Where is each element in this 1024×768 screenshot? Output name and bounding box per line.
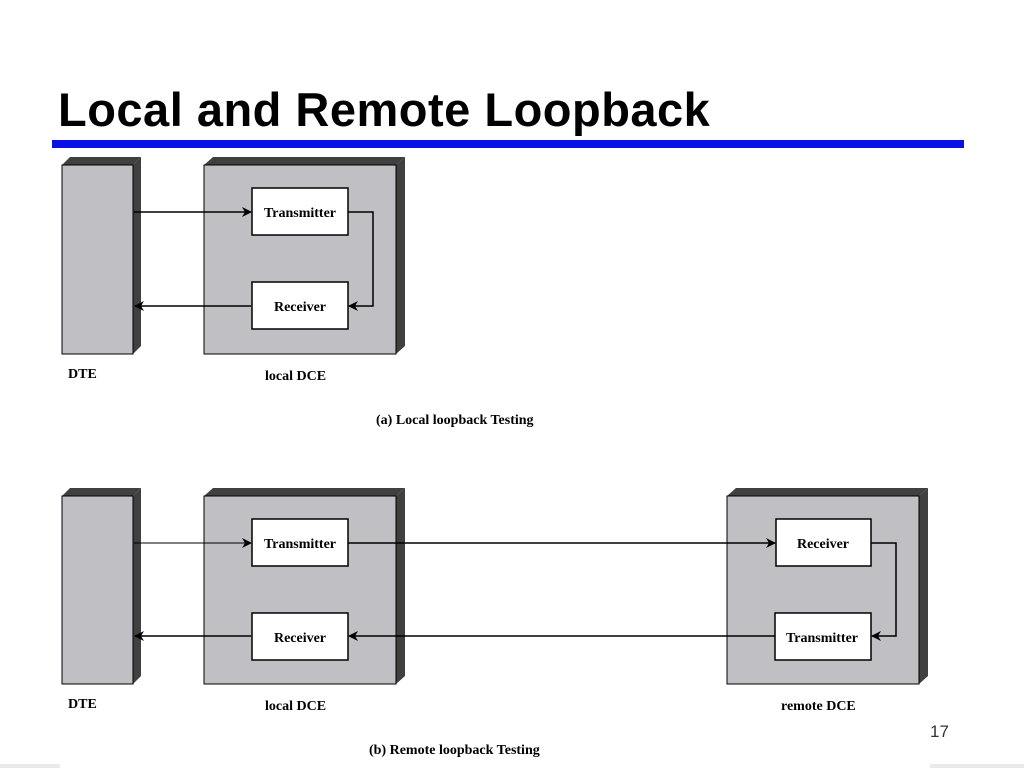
remote-dce-label: remote DCE [781,699,856,714]
remote-loopback-diagram: DTE local DCE remote DCE Transmitter Rec… [61,488,928,758]
slide-title: Local and Remote Loopback [58,83,711,136]
dte-label: DTE [68,367,97,382]
bottom-bar-right [930,764,1024,768]
receiver-box [251,281,349,330]
remote-transmitter-label: Transmitter [786,631,858,646]
remote-transmitter-box [774,612,872,661]
local-dce-label: local DCE [265,369,326,384]
local-transmitter-label: Transmitter [264,537,336,552]
loopback-arrow [348,211,374,311]
slide-number: 17 [930,722,949,741]
local-receiver-label: Receiver [274,631,326,646]
remote-receiver-label: Receiver [797,537,849,552]
local-transmitter-box [251,518,349,567]
local-dce-label: local DCE [265,699,326,714]
local-loopback-caption: (a) Local loopback Testing [376,413,534,428]
dte-label: DTE [68,697,97,712]
remote-receiver-box [775,518,872,567]
transmitter-box [251,187,349,236]
receiver-label: Receiver [274,300,326,315]
remote-loopback-caption: (b) Remote loopback Testing [369,743,540,758]
remote-loopback-arrow [871,542,897,641]
dte-device [61,157,141,355]
local-loopback-diagram: DTE local DCE Transmitter Receiver (a) L… [61,157,534,428]
bottom-bar-left [0,764,60,768]
title-underline [52,140,964,148]
transmitter-label: Transmitter [264,206,336,221]
dte-device [61,488,141,685]
